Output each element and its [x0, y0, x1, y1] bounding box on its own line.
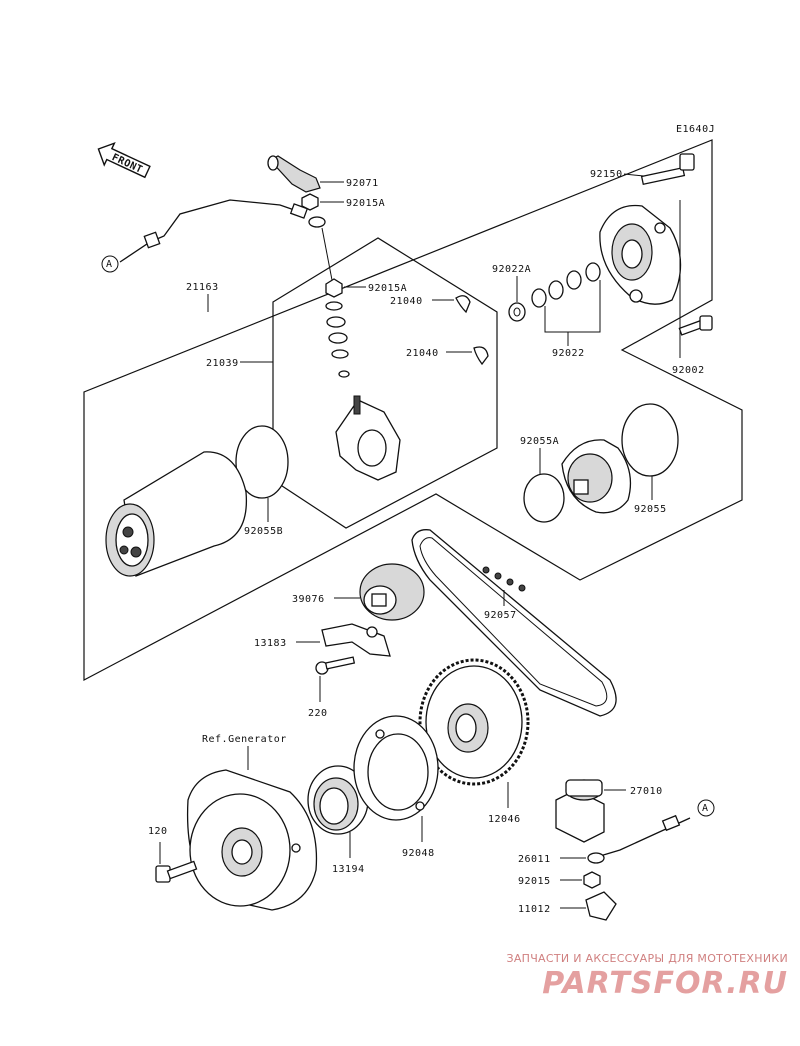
idler-gear-39076 — [359, 563, 425, 621]
cap-11012 — [585, 891, 617, 921]
starter-cable: A — [101, 199, 326, 273]
o-ring-92055A — [523, 473, 565, 523]
plate-13183 — [321, 623, 391, 657]
nut-92015 — [583, 871, 601, 889]
nut-92015A-top — [301, 193, 319, 211]
label-92022A: 92022A — [492, 264, 531, 275]
connector-a-left — [101, 255, 119, 273]
bolt-92150 — [640, 153, 695, 186]
connector-a-right-label: A — [702, 803, 709, 814]
label-92055B: 92055B — [244, 526, 283, 537]
label-92150: 92150 — [590, 169, 623, 180]
generator-rotor — [186, 769, 318, 911]
label-21040-a: 21040 — [390, 296, 423, 307]
label-39076: 39076 — [292, 594, 325, 605]
o-ring-92055B — [235, 425, 289, 499]
bolt-92002 — [678, 315, 713, 336]
label-92002: 92002 — [672, 365, 705, 376]
watermark-tagline: ЗАПЧАСТИ И АКСЕССУАРЫ ДЛЯ МОТОТЕХНИКИ — [506, 952, 788, 965]
battery-cable-26011: A — [587, 799, 715, 864]
brush-21040-b — [473, 346, 489, 366]
bolt-120 — [155, 860, 198, 883]
terminal-washer-stack — [325, 301, 350, 378]
label-26011: 26011 — [518, 854, 551, 865]
connector-a-right — [697, 799, 715, 817]
connector-a-left-label: A — [106, 259, 113, 270]
ref-generator-label: Ref.Generator — [202, 734, 287, 745]
clutch-housing-92048 — [353, 715, 439, 821]
starter-motor-body — [105, 451, 248, 577]
brush-plate — [335, 395, 401, 481]
watermark-logo: PARTSFOR.RU — [542, 966, 788, 1001]
screw-220 — [315, 656, 356, 675]
starter-front-cover — [561, 439, 632, 514]
washer-92022A — [508, 302, 526, 322]
label-92071: 92071 — [346, 178, 379, 189]
front-arrow-icon: FRONT — [97, 141, 151, 179]
brush-21040-a — [455, 295, 471, 314]
label-92055: 92055 — [634, 504, 667, 515]
label-92048: 92048 — [402, 848, 435, 859]
label-92022: 92022 — [552, 348, 585, 359]
label-11012: 11012 — [518, 904, 551, 915]
label-13183: 13183 — [254, 638, 287, 649]
assembly-outline-21039 — [272, 237, 498, 529]
rubber-cap-92071 — [267, 155, 321, 193]
washers-92022 — [531, 262, 601, 308]
label-92015: 92015 — [518, 876, 551, 887]
diagram-code: E1640J — [676, 124, 715, 135]
starter-relay-27010 — [555, 779, 605, 843]
label-13194: 13194 — [332, 864, 365, 875]
label-92055A: 92055A — [520, 436, 559, 447]
one-way-clutch-13194 — [307, 765, 369, 835]
label-92015A-mid: 92015A — [368, 283, 407, 294]
label-12046: 12046 — [488, 814, 521, 825]
label-21163: 21163 — [186, 282, 219, 293]
label-21039: 21039 — [206, 358, 239, 369]
starter-chain-92057 — [411, 529, 617, 717]
assembly-outline-21163 — [83, 139, 743, 681]
label-220: 220 — [308, 708, 328, 719]
label-120: 120 — [148, 826, 168, 837]
o-ring-92055 — [621, 403, 679, 477]
nut-92015A-mid — [325, 278, 343, 298]
label-92015A-top: 92015A — [346, 198, 385, 209]
label-27010: 27010 — [630, 786, 663, 797]
starter-sprocket-12046 — [418, 658, 530, 786]
label-21040-b: 21040 — [406, 348, 439, 359]
label-92057: 92057 — [484, 610, 517, 621]
starter-end-cover — [599, 204, 682, 305]
